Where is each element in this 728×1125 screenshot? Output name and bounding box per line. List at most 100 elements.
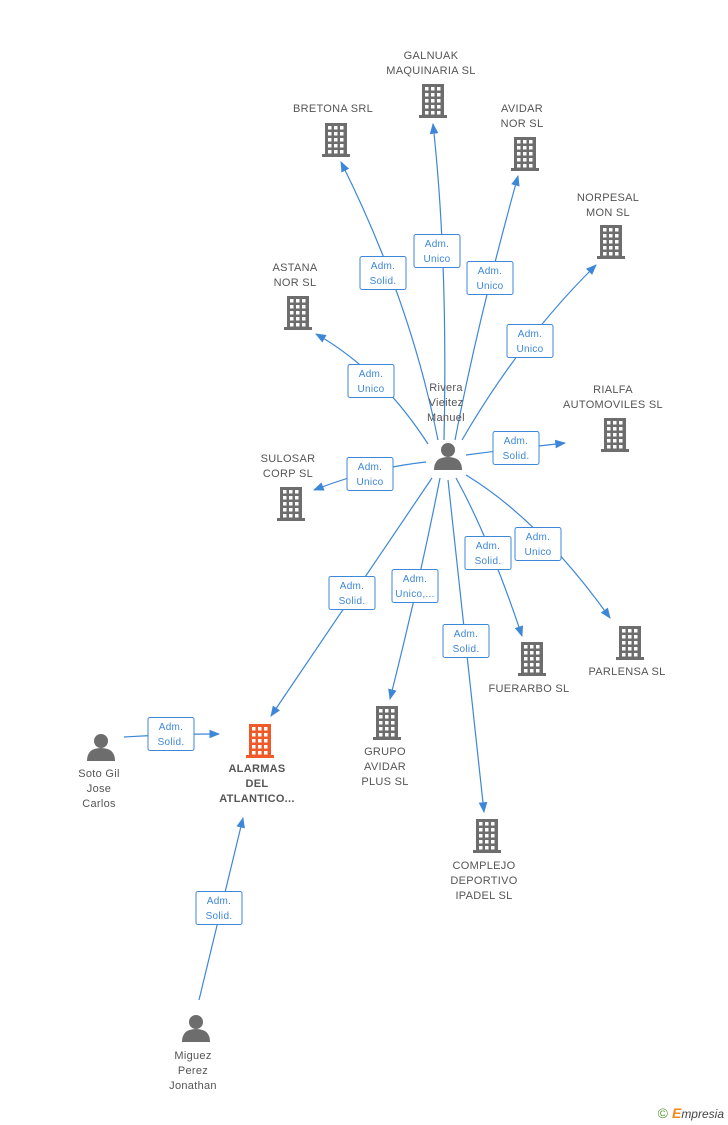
node-label: PARLENSA SL <box>588 666 665 678</box>
svg-text:Unico: Unico <box>423 254 450 265</box>
svg-text:Solid.: Solid. <box>206 911 233 922</box>
brand-logo[interactable]: Empresia <box>671 1105 724 1121</box>
node-label: Jonathan <box>169 1080 217 1092</box>
svg-text:Unico: Unico <box>357 384 384 395</box>
company-icon <box>518 642 546 676</box>
copyright-symbol: © <box>657 1105 668 1121</box>
node-label: NORPESAL <box>577 192 639 204</box>
node-label: MON SL <box>586 207 630 219</box>
node-label: SULOSAR <box>261 453 316 465</box>
node-label: ALARMAS <box>228 763 285 775</box>
node-label: IPADEL SL <box>455 890 512 902</box>
svg-text:Solid.: Solid. <box>339 596 366 607</box>
svg-text:Solid.: Solid. <box>158 737 185 748</box>
node-complejo[interactable]: COMPLEJO DEPORTIVO IPADEL SL <box>450 819 517 902</box>
node-label: Perez <box>178 1065 208 1077</box>
node-label: ASTANA <box>273 262 318 274</box>
company-icon <box>597 225 625 259</box>
node-label: Soto Gil <box>78 768 120 780</box>
node-label: Rivera <box>429 382 463 394</box>
relation-label-sulosar[interactable]: Adm.Unico <box>346 457 394 491</box>
svg-text:Adm.: Adm. <box>159 722 184 733</box>
node-label: COMPLEJO <box>453 860 516 872</box>
svg-text:Adm.: Adm. <box>371 261 396 272</box>
relation-label-astana[interactable]: Adm.Unico <box>347 364 395 398</box>
node-label: CORP SL <box>263 468 313 480</box>
node-label: DEPORTIVO <box>450 875 517 887</box>
svg-text:Adm.: Adm. <box>403 574 428 585</box>
node-label: AUTOMOVILES SL <box>563 399 663 411</box>
node-label: PLUS SL <box>361 776 408 788</box>
node-label: GRUPO <box>364 746 406 758</box>
relation-label-norpesal[interactable]: Adm.Unico <box>506 324 554 358</box>
relation-label-galnuak[interactable]: Adm.Unico <box>413 234 461 268</box>
svg-text:Unico: Unico <box>356 477 383 488</box>
person-icon <box>434 443 462 470</box>
svg-text:Adm.: Adm. <box>478 266 503 277</box>
node-rialfa[interactable]: RIALFA AUTOMOVILES SL <box>563 384 663 452</box>
node-label: ATLANTICO... <box>219 793 295 805</box>
svg-text:Solid.: Solid. <box>475 556 502 567</box>
node-label: DEL <box>246 778 269 790</box>
node-label: AVIDAR <box>364 761 406 773</box>
edges <box>123 122 611 1001</box>
company-icon <box>322 123 350 157</box>
person-icon <box>182 1015 210 1042</box>
node-grupo_avidar[interactable]: GRUPO AVIDAR PLUS SL <box>361 706 408 788</box>
relation-label-rialfa[interactable]: Adm. Solid. <box>492 431 540 465</box>
svg-text:Unico: Unico <box>476 281 503 292</box>
relation-label-complejo[interactable]: Adm.Solid. <box>442 624 490 658</box>
node-alarmas[interactable]: ALARMAS DEL ATLANTICO... <box>219 724 295 805</box>
svg-text:Adm.: Adm. <box>526 532 551 543</box>
node-bretona[interactable]: BRETONA SRL <box>293 103 373 157</box>
edge-rivera-to-avidar_nor <box>454 174 520 441</box>
relation-label-avidar_nor[interactable]: Adm. Unico <box>466 261 514 295</box>
svg-text:Adm.: Adm. <box>476 541 501 552</box>
svg-text:Unico,...: Unico,... <box>395 589 434 600</box>
company-icon <box>601 418 629 452</box>
node-label: MAQUINARIA SL <box>386 65 475 77</box>
relation-labels: Adm.UnicoAdm.Solid.Adm.UnicoAdm.UnicoAdm… <box>147 234 562 925</box>
node-label: Manuel <box>427 412 465 424</box>
relation-label-parlensa[interactable]: Adm.Unico <box>514 527 562 561</box>
relation-label-alarmas-miguez[interactable]: Adm. Solid. <box>195 891 243 925</box>
svg-text:Adm.: Adm. <box>207 896 232 907</box>
node-galnuak[interactable]: GALNUAK MAQUINARIA SL <box>386 50 475 118</box>
company-icon <box>473 819 501 853</box>
node-fuerarbo[interactable]: FUERARBO SL <box>489 642 570 695</box>
svg-text:Adm.: Adm. <box>340 581 365 592</box>
svg-text:Adm.: Adm. <box>454 629 479 640</box>
svg-text:Solid.: Solid. <box>503 451 530 462</box>
node-label: Carlos <box>82 798 116 810</box>
node-sulosar[interactable]: SULOSAR CORP SL <box>261 453 316 521</box>
person-icon <box>87 734 115 761</box>
node-label: Miguez <box>174 1050 211 1062</box>
svg-text:Adm.: Adm. <box>504 436 529 447</box>
node-norpesal[interactable]: NORPESAL MON SL <box>577 192 639 259</box>
node-label: Vieitez <box>429 397 464 409</box>
node-label: Jose <box>87 783 111 795</box>
relation-label-alarmas[interactable]: Adm. Solid. <box>328 576 376 610</box>
main-company-icon <box>246 724 274 758</box>
relation-label-bretona[interactable]: Adm. Solid. <box>359 256 407 290</box>
footer: © Empresia <box>658 1105 724 1121</box>
node-label: RIALFA <box>593 384 633 396</box>
svg-text:Adm.: Adm. <box>518 329 543 340</box>
relation-label-alarmas-soto[interactable]: Adm. Solid. <box>147 717 195 751</box>
edge-rivera-to-bretona <box>340 161 439 441</box>
relation-label-fuerarbo[interactable]: Adm. Solid. <box>464 536 512 570</box>
company-icon <box>277 487 305 521</box>
node-parlensa[interactable]: PARLENSA SL <box>588 626 665 678</box>
relation-label-grupo_avidar[interactable]: Adm. Unico,... <box>391 569 439 603</box>
node-label: FUERARBO SL <box>489 683 570 695</box>
node-label: GALNUAK <box>404 50 459 62</box>
company-icon <box>419 84 447 118</box>
svg-text:Solid.: Solid. <box>370 276 397 287</box>
node-label: BRETONA SRL <box>293 103 373 115</box>
